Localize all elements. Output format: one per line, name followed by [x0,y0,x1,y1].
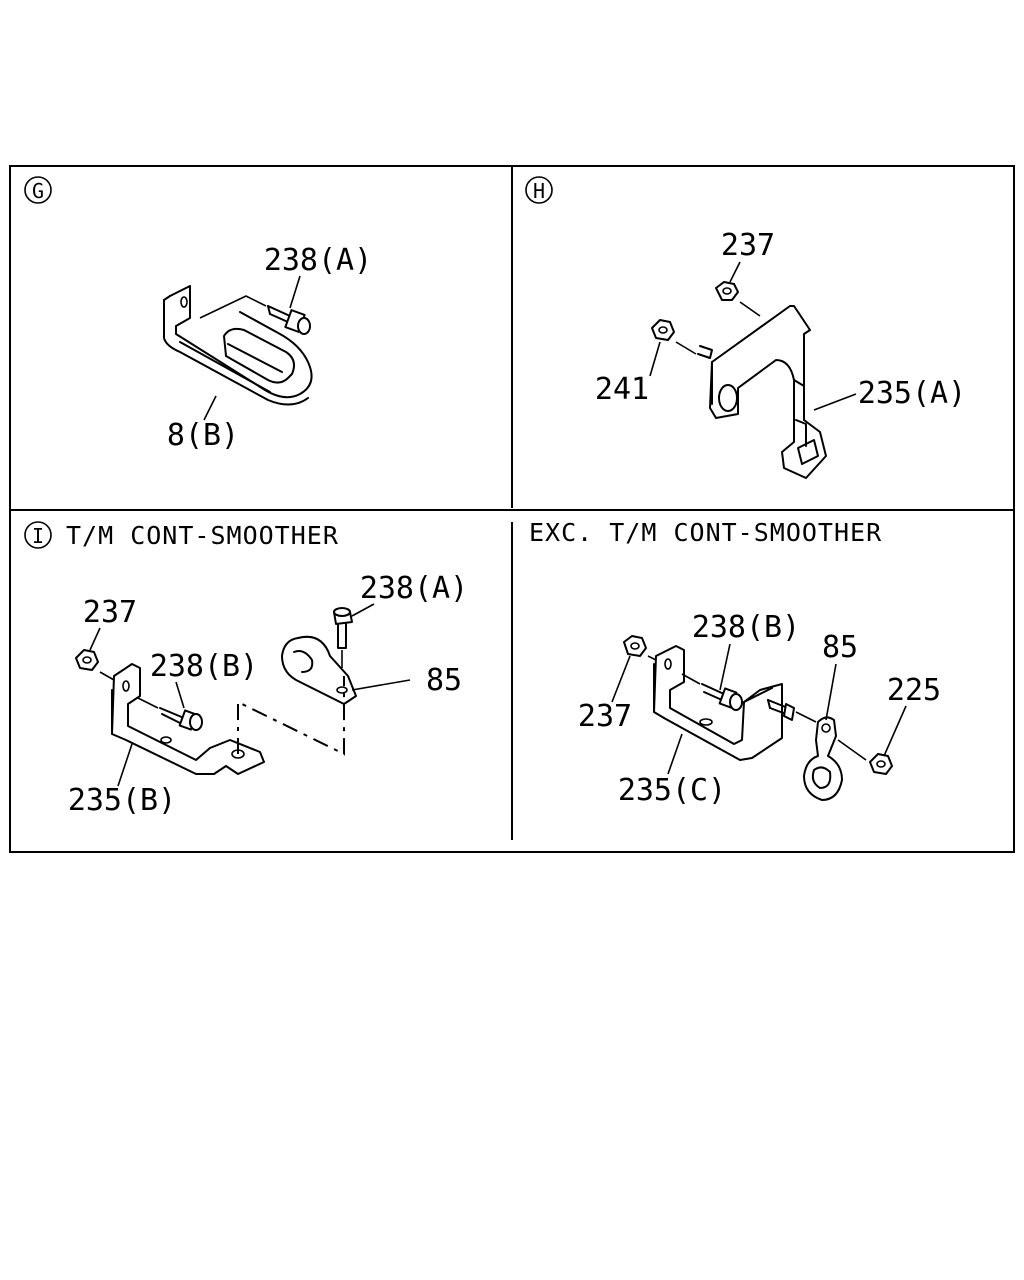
bolt-238b-i [137,697,203,731]
caption-exc-tm-cont-smoother: EXC. T/M CONT-SMOOTHER [529,518,882,547]
svg-text:H: H [533,179,545,203]
label-235a: 235(A) [858,376,966,411]
label-237-i: 237 [83,595,137,630]
label-235c: 235(C) [618,773,726,808]
bolt-238b-exc [681,673,743,711]
panel-h: H 237 241 235(A) [525,176,966,479]
nut-237-h [715,281,761,317]
panel-i-marker: I [24,521,52,549]
bolt-238a-i [333,607,353,668]
nut-241 [651,319,713,359]
label-238a-g: 238(A) [264,243,372,278]
label-237-exc: 237 [578,699,632,734]
clamp-85-i [281,635,357,705]
label-238b-i: 238(B) [150,649,258,684]
svg-text:G: G [32,179,44,203]
diagram-frame [9,165,1015,853]
label-85-exc: 85 [822,630,858,665]
bracket-235b-illustration [111,663,345,775]
label-8b: 8(B) [167,418,239,453]
bolt-238a-g [267,305,311,335]
panel-h-marker: H [525,176,553,204]
nut-225 [837,739,893,775]
label-237-h: 237 [721,228,775,263]
label-235b: 235(B) [68,783,176,818]
caption-tm-cont-smoother: T/M CONT-SMOOTHER [66,521,339,550]
nut-237-exc [623,635,657,661]
nut-237-i [75,649,115,681]
label-225: 225 [887,673,941,708]
clip-8b-illustration [163,285,313,406]
bracket-235a-illustration [709,305,827,479]
panel-g-marker: G [24,176,52,204]
bolt-exc-right [767,699,795,721]
clamp-85-exc [795,711,843,801]
panel-g: G 238(A) 8(B) [24,176,372,453]
label-238b-exc: 238(B) [692,610,800,645]
panel-exc: EXC. T/M CONT-SMOOTHER [529,518,941,808]
label-85-i: 85 [426,663,462,698]
label-238a-i: 238(A) [360,571,468,606]
bracket-235c-illustration [653,645,783,761]
panel-i: I T/M CONT-SMOOTHER [24,521,468,818]
svg-text:I: I [32,524,44,548]
label-241: 241 [595,372,649,407]
